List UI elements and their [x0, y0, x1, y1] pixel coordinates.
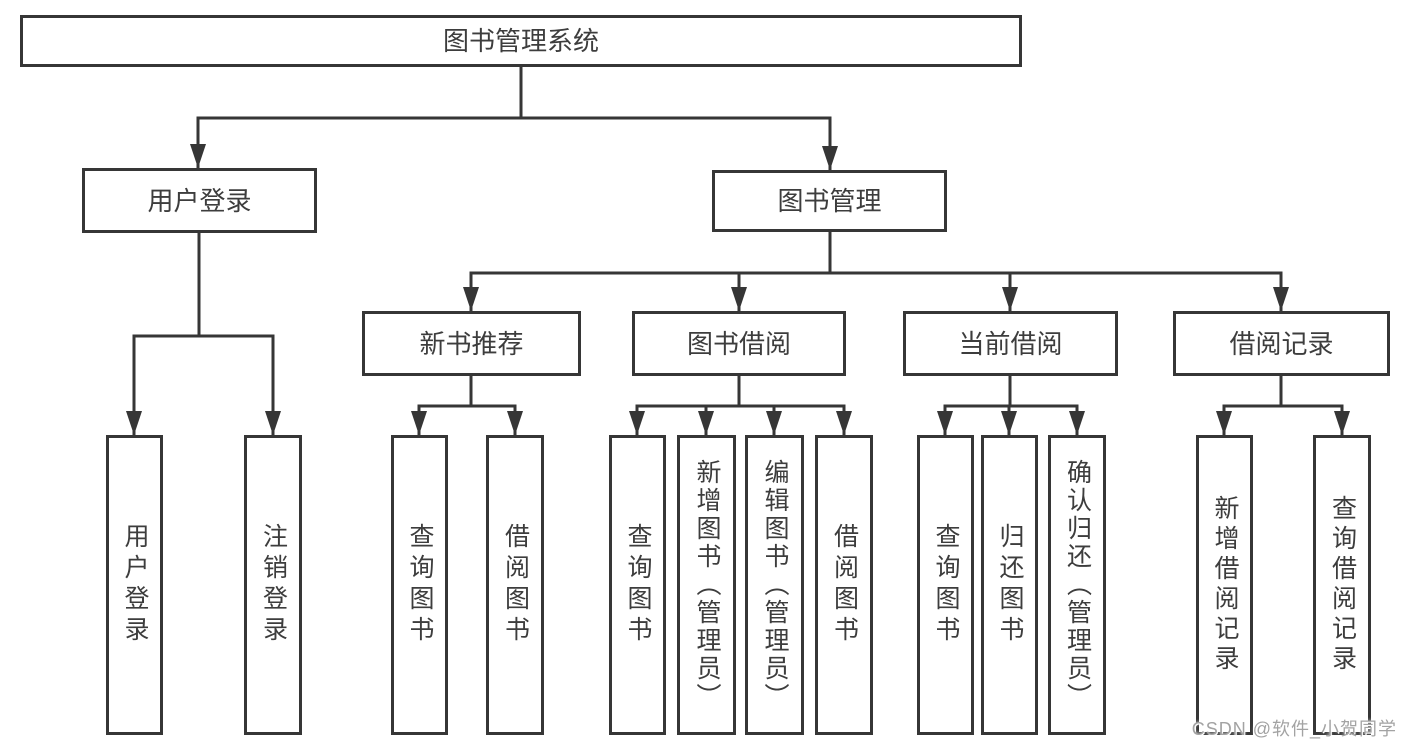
leaf-current-return-books-label: 归还图书	[996, 523, 1024, 647]
node-root-system: 图书管理系统	[20, 15, 1022, 67]
leaf-borrowing-add-books-admin: 新增图书（管理员）	[677, 435, 736, 735]
leaf-records-add-record-label: 新增借阅记录	[1211, 495, 1239, 675]
node-book-borrowing-label: 图书借阅	[686, 328, 791, 359]
leaf-user-login: 用户登录	[106, 435, 163, 735]
leaf-logout: 注销登录	[244, 435, 302, 735]
leaf-logout-label: 注销登录	[259, 523, 288, 647]
node-book-management-branch: 图书管理	[712, 170, 947, 232]
leaf-newbooks-borrow-books-label: 借阅图书	[501, 523, 530, 647]
node-borrowing-records-label: 借阅记录	[1229, 328, 1334, 359]
leaf-records-query-record: 查询借阅记录	[1313, 435, 1371, 735]
leaf-borrowing-edit-books-admin: 编辑图书（管理员）	[745, 435, 804, 735]
node-root-system-label: 图书管理系统	[442, 26, 599, 56]
csdn-watermark: CSDN @软件_小贺同学	[1191, 719, 1397, 739]
node-new-book-recommendation-label: 新书推荐	[419, 328, 524, 359]
node-book-borrowing: 图书借阅	[632, 311, 846, 376]
node-new-book-recommendation: 新书推荐	[362, 311, 581, 376]
node-current-borrowing-label: 当前借阅	[958, 328, 1063, 359]
leaf-newbooks-query-books: 查询图书	[391, 435, 448, 735]
leaf-current-confirm-return-admin-label: 确认归还（管理员）	[1063, 459, 1092, 711]
leaf-newbooks-query-books-label: 查询图书	[406, 523, 434, 647]
node-user-login-branch: 用户登录	[82, 168, 317, 233]
leaf-borrowing-add-books-admin-label: 新增图书（管理员）	[693, 459, 721, 711]
leaf-borrowing-borrow-books-label: 借阅图书	[830, 523, 859, 647]
leaf-borrowing-edit-books-admin-label: 编辑图书（管理员）	[761, 459, 789, 711]
leaf-current-query-books: 查询图书	[917, 435, 974, 735]
node-book-management-branch-label: 图书管理	[777, 186, 882, 216]
leaf-current-query-books-label: 查询图书	[932, 523, 960, 647]
leaf-records-query-record-label: 查询借阅记录	[1328, 495, 1357, 675]
leaf-user-login-label: 用户登录	[121, 523, 149, 647]
leaf-records-add-record: 新增借阅记录	[1196, 435, 1253, 735]
node-user-login-branch-label: 用户登录	[147, 185, 252, 216]
node-borrowing-records: 借阅记录	[1173, 311, 1390, 376]
leaf-current-confirm-return-admin: 确认归还（管理员）	[1048, 435, 1106, 735]
leaf-borrowing-borrow-books: 借阅图书	[815, 435, 873, 735]
leaf-borrowing-query-books: 查询图书	[609, 435, 666, 735]
leaf-newbooks-borrow-books: 借阅图书	[486, 435, 544, 735]
leaf-current-return-books: 归还图书	[981, 435, 1038, 735]
node-current-borrowing: 当前借阅	[903, 311, 1118, 376]
leaf-borrowing-query-books-label: 查询图书	[624, 523, 652, 647]
